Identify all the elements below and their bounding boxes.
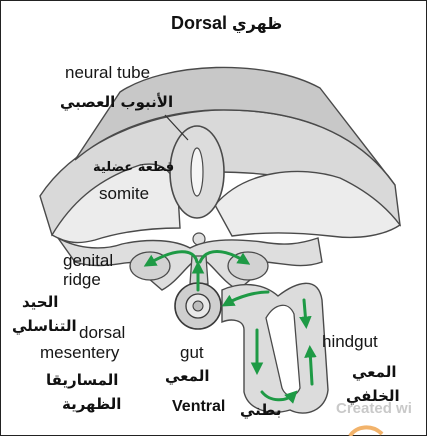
- hindgut-label-ar-2: الخلفي: [346, 387, 400, 405]
- arrow-to-right-ridge: [198, 250, 251, 265]
- genital-ridge-label-2: ridge: [63, 270, 101, 289]
- arrow-hindgut-right-top: [299, 298, 312, 330]
- gut-inner: [192, 300, 204, 312]
- watermark-swoosh: [348, 425, 384, 436]
- gut-label-ar: المعي: [165, 367, 210, 385]
- watermark-text: Created wi: [336, 400, 412, 417]
- migration-arrows: [143, 250, 317, 404]
- genital-ridge-label-ar-2: التناسلي: [12, 317, 77, 335]
- neural-canal: [190, 147, 204, 197]
- hindgut-label-ar-1: المعي: [352, 363, 397, 381]
- neural-tube-pointer: [164, 114, 189, 141]
- hindgut-label: hindgut: [322, 332, 378, 351]
- dorsal-title-ar: ظهري: [232, 14, 283, 33]
- dorsal-mesentery-label-2: mesentery: [40, 343, 120, 362]
- ventral-label-en: Ventral: [172, 398, 226, 415]
- arrow-to-left-ridge: [143, 250, 199, 267]
- neural-tube-label-ar: الأنبوب العصبي: [60, 93, 174, 111]
- arrow-hindgut-right-up: [304, 344, 317, 386]
- gut-label: gut: [180, 343, 204, 362]
- dorsal-title-en: Dorsal: [171, 13, 228, 33]
- ventral-label-ar: بطني: [240, 401, 282, 419]
- somite-label: somite: [99, 184, 150, 203]
- somite-section-right: [214, 170, 402, 239]
- dorsal-title: Dorsal: [171, 13, 227, 34]
- arrow-hindgut-bottom: [260, 390, 298, 404]
- somite-label-ar: قطعة عضلية: [93, 160, 175, 175]
- genital-ridge-label-ar-1: الحيد: [22, 293, 59, 311]
- neural-tube-label: neural tube: [65, 63, 151, 82]
- genital-ridge-label-1: genital: [63, 251, 114, 270]
- arrow-hindgut-top: [221, 290, 270, 307]
- dorsal-mesentery-label-ar-2: الظهرية: [62, 395, 122, 413]
- body-wall-back-rim: [74, 66, 396, 186]
- dorsal-mesentery-label-ar-1: المساريقا: [46, 371, 119, 389]
- dorsal-mesentery-label-1: dorsal: [79, 323, 126, 342]
- ventral-label: Ventral: [172, 398, 225, 416]
